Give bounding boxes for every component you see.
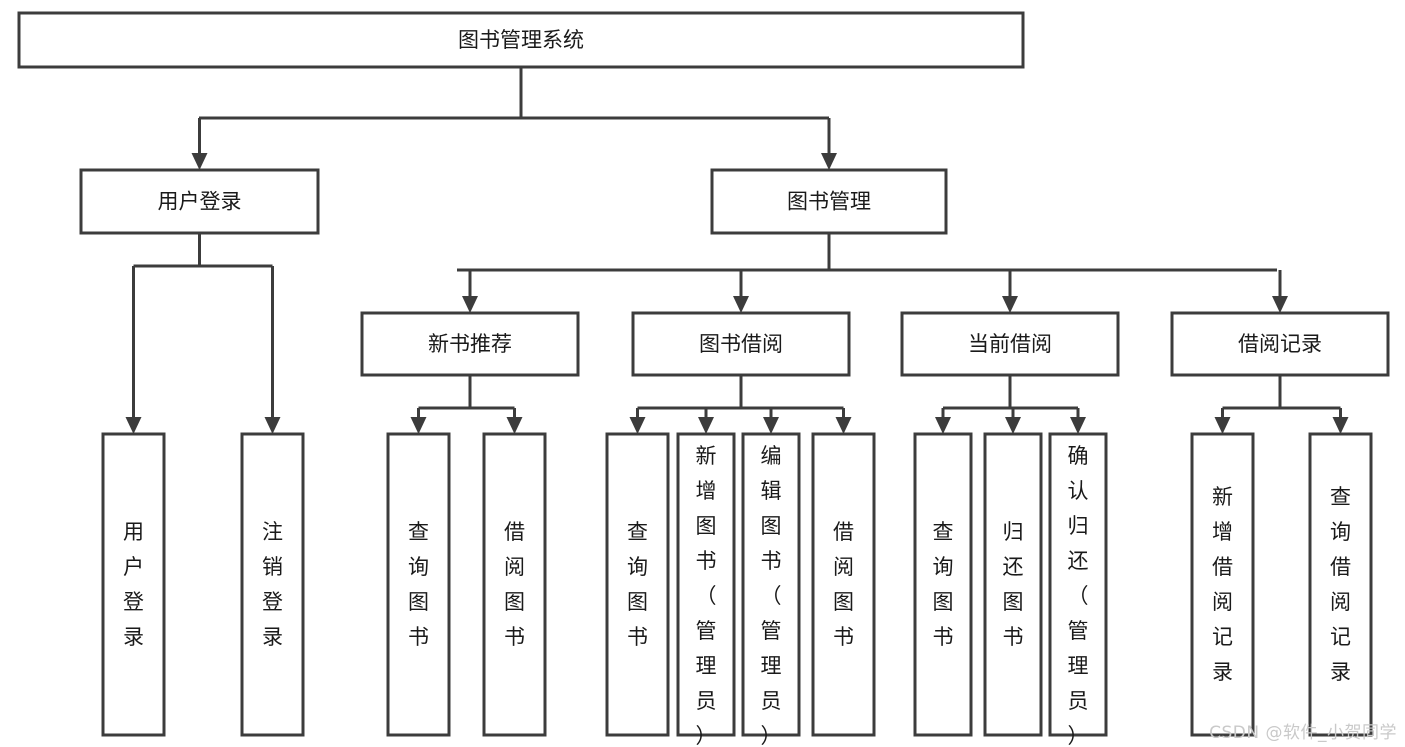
leaf-node-user-login-do[interactable]: 用户登录 <box>101 432 166 737</box>
node-current-borrow[interactable]: 当前借阅 <box>900 311 1120 377</box>
connector-layer <box>125 67 1349 434</box>
leaf-node-label-return-book: 归还图书 <box>1003 520 1024 649</box>
node-label-book-borrow: 图书借阅 <box>699 332 783 356</box>
leaf-node-label-query-book-2: 查询图书 <box>627 520 648 649</box>
leaf-node-edit-book[interactable]: 编辑图书（管理员） <box>741 432 801 747</box>
leaf-node-label-query-book-3: 查询图书 <box>933 520 954 649</box>
leaf-node-query-book-3[interactable]: 查询图书 <box>913 432 973 737</box>
leaf-node-label-user-login-do: 用户登录 <box>123 520 144 649</box>
node-label-user-login: 用户登录 <box>158 190 242 214</box>
node-book-borrow[interactable]: 图书借阅 <box>631 311 851 377</box>
leaf-node-add-book[interactable]: 新增图书（管理员） <box>676 432 736 747</box>
leaf-node-borrow-book-2[interactable]: 借阅图书 <box>811 432 876 737</box>
leaf-node-query-book-1[interactable]: 查询图书 <box>386 432 451 737</box>
leaf-node-return-book[interactable]: 归还图书 <box>983 432 1043 737</box>
leaf-node-add-borrow-record[interactable]: 新增借阅记录 <box>1190 432 1255 737</box>
leaf-node-label-query-borrow-record: 查询借阅记录 <box>1330 485 1351 684</box>
root-node-label: 图书管理系统 <box>458 28 584 52</box>
leaf-node-borrow-book-1[interactable]: 借阅图书 <box>482 432 547 737</box>
leaf-node-label-user-logout: 注销登录 <box>262 520 283 649</box>
leaf-node-label-borrow-book-1: 借阅图书 <box>504 520 525 649</box>
node-user-login[interactable]: 用户登录 <box>79 168 320 235</box>
leaf-node-label-add-borrow-record: 新增借阅记录 <box>1212 485 1233 684</box>
node-label-current-borrow: 当前借阅 <box>968 332 1052 356</box>
leaf-node-label-add-book: 新增图书（管理员） <box>696 444 717 747</box>
node-label-borrow-record: 借阅记录 <box>1238 332 1322 356</box>
node-label-new-book-recommend: 新书推荐 <box>428 332 512 356</box>
leaf-node-label-borrow-book-2: 借阅图书 <box>833 520 854 649</box>
node-borrow-record[interactable]: 借阅记录 <box>1170 311 1390 377</box>
leaf-node-confirm-return[interactable]: 确认归还（管理员） <box>1048 432 1108 747</box>
node-label-book-manage: 图书管理 <box>787 190 871 214</box>
leaf-node-user-logout[interactable]: 注销登录 <box>240 432 305 737</box>
node-layer: 图书管理系统用户登录用户登录注销登录图书管理新书推荐查询图书借阅图书图书借阅查询… <box>17 11 1390 747</box>
node-new-book-recommend[interactable]: 新书推荐 <box>360 311 580 377</box>
leaf-node-label-query-book-1: 查询图书 <box>408 520 429 649</box>
node-book-manage[interactable]: 图书管理 <box>710 168 948 235</box>
root-node-root[interactable]: 图书管理系统 <box>17 11 1025 69</box>
leaf-node-query-book-2[interactable]: 查询图书 <box>605 432 670 737</box>
leaf-node-query-borrow-record[interactable]: 查询借阅记录 <box>1308 432 1373 737</box>
leaf-node-label-confirm-return: 确认归还（管理员） <box>1068 444 1089 747</box>
leaf-node-label-edit-book: 编辑图书（管理员） <box>761 444 782 747</box>
